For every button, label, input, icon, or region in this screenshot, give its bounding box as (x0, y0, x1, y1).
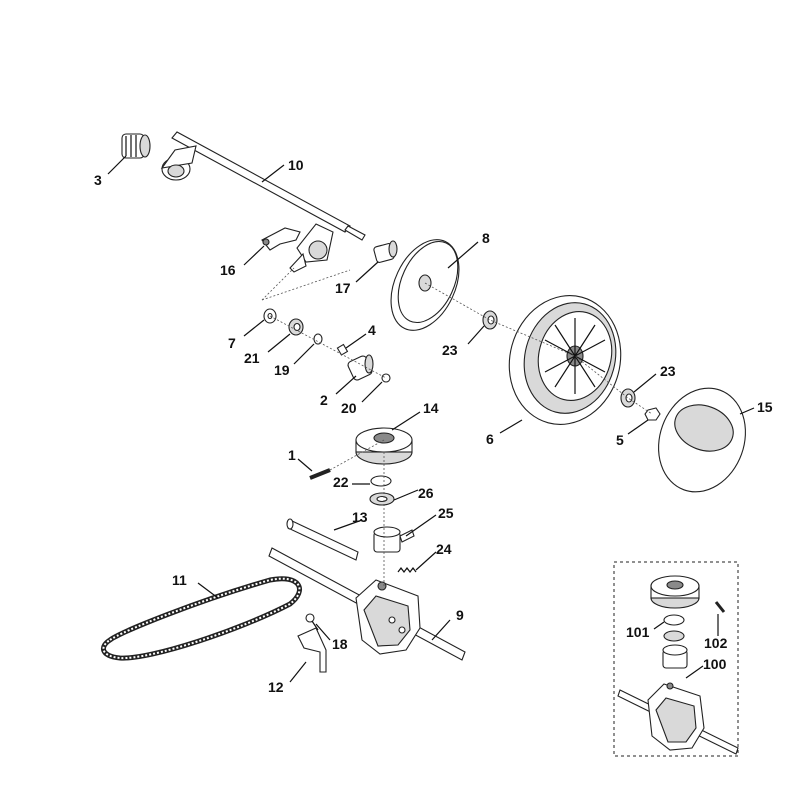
label-part-11: 11 (172, 572, 187, 588)
label-part-23-inner: 23 (442, 342, 458, 358)
part-12-bracket (297, 627, 327, 673)
assembly-guide-lines (261, 267, 653, 586)
part-102-pin (714, 601, 726, 613)
part-8-hub-disc (390, 239, 460, 331)
inset-variant-box (613, 561, 739, 757)
label-part-4: 4 (368, 322, 376, 338)
label-part-8: 8 (482, 230, 490, 246)
part-3-gear (121, 133, 151, 159)
part-23-bearing-outer (620, 388, 636, 408)
label-part-23-outer: 23 (660, 363, 676, 379)
label-part-13: 13 (352, 509, 368, 525)
part-16-lever (261, 227, 301, 251)
leader-lines (107, 155, 755, 683)
label-part-6: 6 (486, 431, 494, 447)
label-part-101: 101 (626, 624, 650, 640)
label-part-1: 1 (288, 447, 296, 463)
label-part-15: 15 (757, 399, 773, 415)
label-part-10: 10 (288, 157, 304, 173)
label-part-20: 20 (341, 400, 357, 416)
label-part-100: 100 (703, 656, 727, 672)
part-2-pinion (347, 354, 374, 381)
part-26-bearing (369, 492, 395, 506)
part-11-belt (101, 576, 302, 661)
part-25-clutch (373, 526, 415, 553)
part-5-nut (644, 407, 661, 421)
part-21-bearing (288, 318, 304, 336)
label-part-19: 19 (274, 362, 290, 378)
part-14-pulley (355, 427, 413, 465)
part-100-gearbox (617, 644, 739, 755)
part-23-bearing-inner (482, 310, 498, 330)
label-part-18: 18 (332, 636, 348, 652)
label-part-26: 26 (418, 485, 434, 501)
part-15-wheel-cover (658, 387, 746, 493)
part-101-pulley (650, 575, 700, 642)
part-6-wheel (508, 295, 622, 425)
part-17-bushing (373, 240, 398, 263)
part-10-shaft-assembly (160, 131, 366, 273)
label-part-2: 2 (320, 392, 328, 408)
part-22-washer (370, 475, 392, 487)
part-19-ring (313, 333, 323, 345)
part-9-gearbox (268, 547, 466, 661)
part-18-screw (305, 613, 319, 631)
part-20-clip (381, 373, 391, 383)
label-part-102: 102 (704, 635, 728, 651)
label-part-16: 16 (220, 262, 236, 278)
part-number-labels: 3 10 16 17 8 7 21 19 4 2 20 23 6 23 5 15… (94, 157, 773, 695)
label-part-25: 25 (438, 505, 454, 521)
label-part-3: 3 (94, 172, 102, 188)
part-13-shaft-tube (286, 518, 359, 561)
label-part-12: 12 (268, 679, 284, 695)
label-part-5: 5 (616, 432, 624, 448)
part-1-pin (309, 468, 331, 480)
label-part-22: 22 (333, 474, 349, 490)
label-part-24: 24 (436, 541, 452, 557)
label-part-17: 17 (335, 280, 351, 296)
label-part-7: 7 (228, 335, 236, 351)
label-part-14: 14 (423, 400, 439, 416)
label-part-21: 21 (244, 350, 260, 366)
label-part-9: 9 (456, 607, 464, 623)
part-4-pin (336, 343, 349, 356)
part-24-spring (397, 567, 417, 573)
